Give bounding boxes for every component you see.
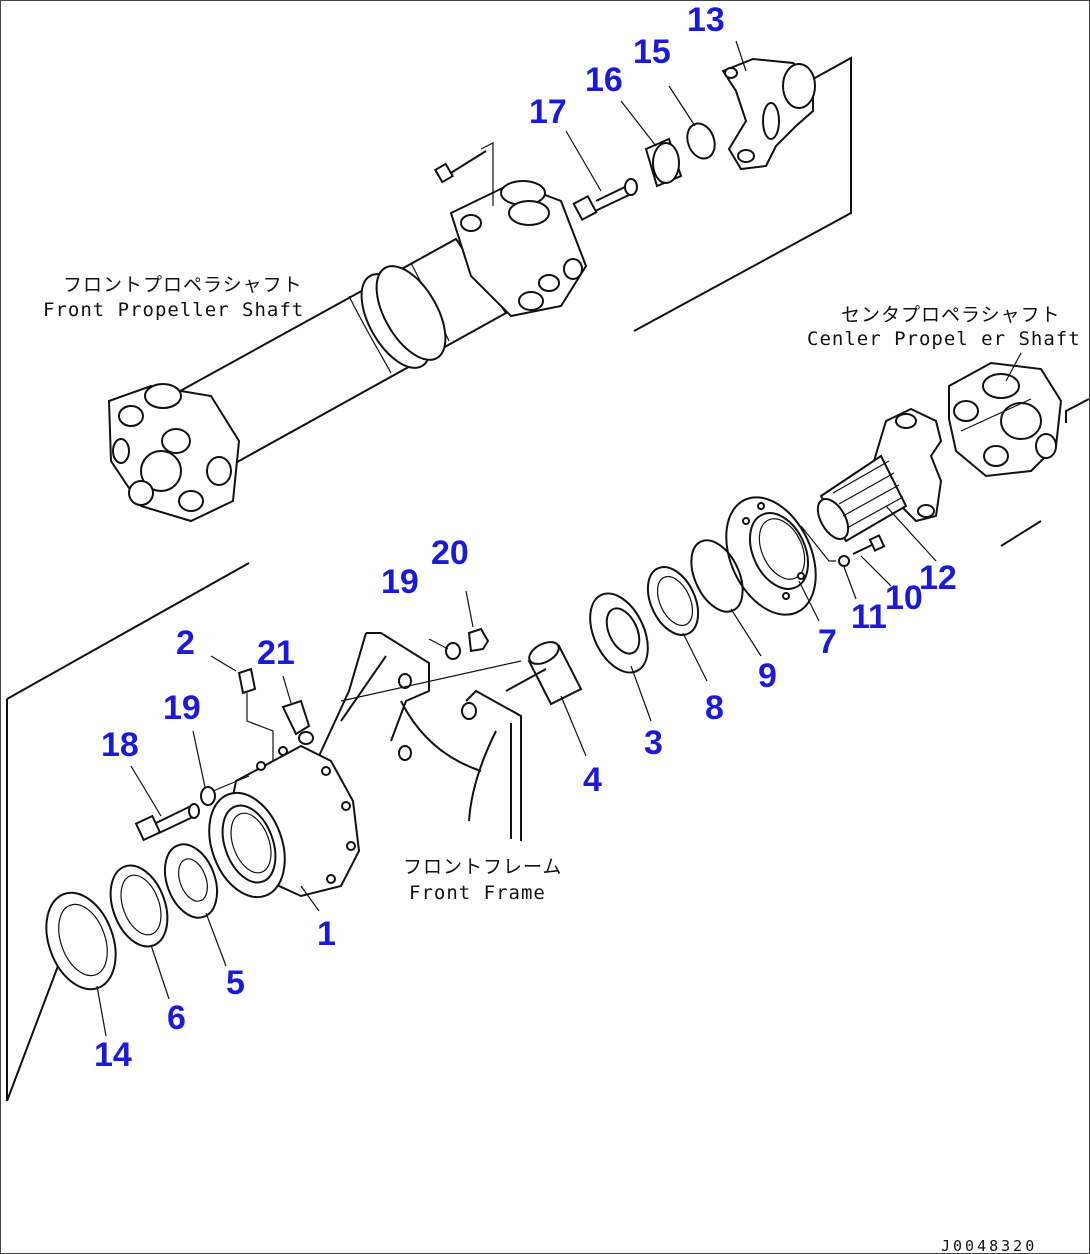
part-21-bracket [281,675,314,745]
part-18-19-bolt-washer [130,730,250,842]
part-5-bearing-cone [163,843,227,967]
callout-12: 12 [919,559,957,597]
front-frame-label-en: Front Frame [409,882,546,904]
callout-2: 2 [176,624,195,662]
reference-lines [6,56,1089,1102]
callout-1: 1 [317,915,336,953]
front-shaft-label-en: Front Propeller Shaft [43,299,304,321]
center-shaft-label-en: Cenler Propel er Shaft [807,328,1081,350]
center-propeller-shaft [948,352,1063,478]
part-12-splined-yoke [816,407,943,562]
part-15-snap-ring [668,85,716,160]
callout-16: 16 [585,61,623,99]
part-17-bolt [565,130,638,222]
part-13-flange-yoke [721,40,816,171]
front-frame-label-jp: フロントフレーム [403,856,562,878]
callout-18: 18 [101,726,139,764]
part-1-housing [208,660,522,912]
callout-19-lower: 19 [163,689,201,727]
part-14-oil-seal [45,891,117,1037]
part-6-bearing-race [109,864,170,1000]
callout-8: 8 [705,689,724,727]
callout-21: 21 [257,634,295,672]
callout-14: 14 [94,1036,132,1074]
part-16-washer [620,100,683,188]
callout-6: 6 [167,999,186,1037]
callouts: 13 15 16 17 20 19 2 21 19 18 1 5 6 14 4 … [94,1,957,1074]
front-shaft-label-jp: フロントプロペラシャフト [63,274,303,296]
callout-15: 15 [633,33,671,71]
callout-19-upper: 19 [381,563,419,601]
front-frame [318,632,547,841]
part-2-grease-nipple [210,655,274,821]
part-9-o-ring [690,539,762,657]
callout-4: 4 [583,761,602,799]
callout-17: 17 [529,93,567,131]
callout-9: 9 [758,657,777,695]
part-8-bearing-race [646,566,708,682]
callout-5: 5 [226,964,245,1002]
callout-10: 10 [885,579,923,617]
part-7-cover [725,496,820,622]
part-10-11-bolt-washer [800,525,892,600]
callout-3: 3 [644,724,663,762]
callout-11: 11 [851,598,887,636]
part-4-sleeve [527,641,587,757]
text-labels: フロントプロペラシャフト Front Propeller Shaft センタプロ… [43,274,1081,1254]
callout-13: 13 [687,1,725,39]
front-propeller-shaft [107,142,588,523]
part-3-bearing-cone [589,592,652,722]
part-19-20-washer-nut [428,590,490,660]
callout-7: 7 [818,623,837,661]
drawing-id: J0048320 [941,1237,1037,1254]
callout-20: 20 [431,534,469,572]
center-shaft-label-jp: センタプロペラシャフト [841,304,1061,326]
